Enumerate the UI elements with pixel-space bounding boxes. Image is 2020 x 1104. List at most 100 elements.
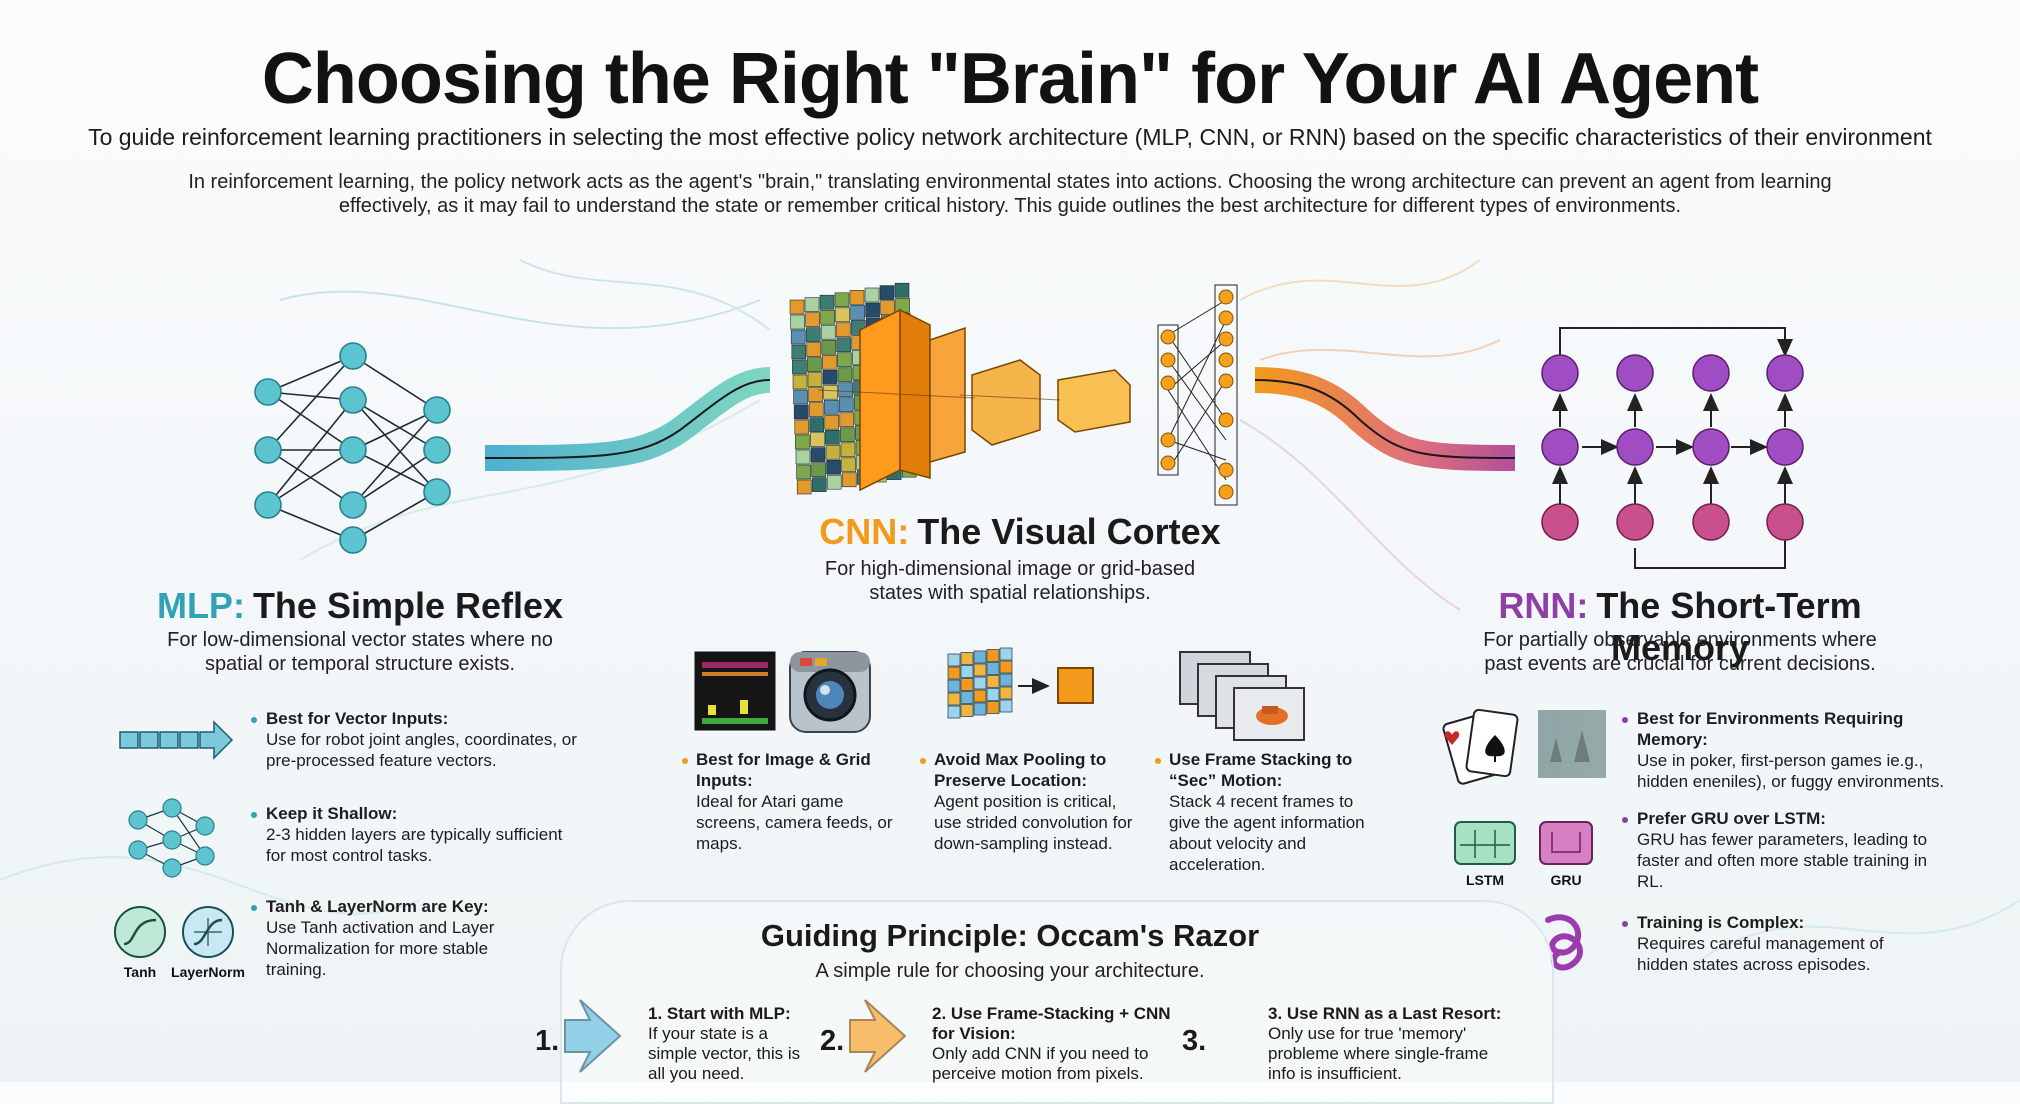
step-2: 2. Use Frame-Stacking + CNN for Vision: … xyxy=(932,1004,1182,1084)
pixel-cell xyxy=(810,447,826,462)
principle-subtitle: A simple rule for choosing your architec… xyxy=(815,960,1205,982)
pixel-cell xyxy=(811,462,826,477)
cnn-section-title: CNN:The Visual Cortex xyxy=(790,511,1250,553)
grid-cell xyxy=(999,660,1013,674)
pixel-cell xyxy=(819,294,835,310)
cnn-feature-1-text: Ideal for Atari game screens, camera fee… xyxy=(696,792,893,853)
mlp-feature-1-title: Best for Vector Inputs: xyxy=(266,709,449,728)
pixel-cell xyxy=(895,297,910,313)
mlp-feature-1: Best for Vector Inputs: Use for robot jo… xyxy=(266,708,586,771)
pixel-cell xyxy=(835,322,851,338)
rnn-section-title: RNN:The Short-Term Memory xyxy=(1430,585,1930,669)
grid-cell xyxy=(986,649,1000,662)
step-2-title: 2. Use Frame-Stacking + CNN for Vision: xyxy=(932,1004,1171,1043)
pixel-cell xyxy=(840,427,855,443)
pixel-cell xyxy=(808,402,824,417)
rnn-acronym: RNN: xyxy=(1498,585,1589,626)
cnn-feature-2: Avoid Max Pooling to Preserve Location: … xyxy=(934,749,1134,854)
step-1-number: 1. xyxy=(535,1025,560,1057)
pixel-cell xyxy=(835,307,850,323)
step-1: 1. Start with MLP: If your state is a si… xyxy=(648,1004,818,1084)
rnn-feature-3: Training is Complex: Requires careful ma… xyxy=(1637,912,1937,975)
pixel-cell xyxy=(822,354,837,370)
cnn-feature-3-text: Stack 4 recent frames to give the agent … xyxy=(1169,792,1365,874)
pixel-cell xyxy=(789,299,805,315)
rnn-feature-2-text: GRU has fewer parameters, leading to fas… xyxy=(1637,830,1928,891)
pixel-cell xyxy=(826,474,842,490)
grid-cell xyxy=(986,688,1000,701)
pixel-cell xyxy=(826,459,841,475)
pixel-cell xyxy=(879,285,895,300)
grid-to-square-icon xyxy=(947,647,1094,719)
pixel-cell xyxy=(838,382,853,398)
pixel-cell xyxy=(823,399,839,415)
mlp-feature-3: Tanh & LayerNorm are Key: Use Tanh activ… xyxy=(266,896,516,980)
step-1-title: 1. Start with MLP: xyxy=(648,1004,791,1023)
mlp-network-icon xyxy=(254,342,451,554)
bullet-dot xyxy=(1622,717,1628,723)
pixel-cell xyxy=(809,417,825,432)
rnn-feature-2-title: Prefer GRU over LSTM: xyxy=(1637,809,1826,828)
mlp-feature-3-title: Tanh & LayerNorm are Key: xyxy=(266,897,489,916)
cnn-feature-2-title: Avoid Max Pooling to Preserve Location: xyxy=(934,750,1107,790)
pixel-cell xyxy=(821,339,837,355)
mlp-feature-2-text: 2-3 hidden layers are typically sufficie… xyxy=(266,825,563,865)
rnn-feature-1: Best for Environments Requiring Memory: … xyxy=(1637,708,1977,792)
rnn-feature-1-text: Use in poker, first-person games ie.g., … xyxy=(1637,751,1945,791)
cnn-feature-3: Use Frame Stacking to “Sec” Motion: Stac… xyxy=(1169,749,1389,875)
cards-fog-icon xyxy=(1442,708,1606,785)
rnn-description: For partially observable environments wh… xyxy=(1483,629,1877,675)
pixel-cell xyxy=(805,312,820,327)
pixel-cell xyxy=(824,414,840,430)
bullet-dot xyxy=(251,717,257,723)
cnn-feature-3-title: Use Frame Stacking to “Sec” Motion: xyxy=(1169,750,1353,790)
tanh-layernorm-icon xyxy=(114,906,234,958)
game-screen-icon xyxy=(694,651,776,731)
cnn-feature-1-title: Best for Image & Grid Inputs: xyxy=(696,750,871,790)
small-network-icon xyxy=(128,798,215,878)
pixel-cell xyxy=(825,429,840,445)
grid-cell xyxy=(947,692,961,706)
page-subtitle: To guide reinforcement learning practiti… xyxy=(88,124,1932,150)
grid-cell xyxy=(973,676,987,690)
mlp-feature-2-title: Keep it Shallow: xyxy=(266,804,398,823)
grid-cell xyxy=(973,702,987,716)
grid-cell xyxy=(960,691,974,704)
step-2-text: Only add CNN if you need to perceive mot… xyxy=(932,1044,1149,1083)
lstm-gru-icon xyxy=(1454,821,1593,865)
grid-cell xyxy=(986,675,1000,688)
mlp-acronym: MLP: xyxy=(156,585,245,626)
bullet-dot xyxy=(1622,921,1628,927)
grid-cell xyxy=(947,666,961,680)
cnn-feature-2-text: Agent position is critical, use strided … xyxy=(934,792,1133,853)
pixel-cell xyxy=(838,397,854,413)
pixel-cell xyxy=(811,477,827,492)
step-3-text: Only use for true 'memory' probleme wher… xyxy=(1268,1024,1489,1083)
pixel-cell xyxy=(790,329,806,345)
cnn-acronym: CNN: xyxy=(819,511,910,552)
pixel-cell xyxy=(792,359,807,375)
pixel-cell xyxy=(794,419,810,435)
mlp-description: For low-dimensional vector states where … xyxy=(167,629,553,675)
grid-cell xyxy=(986,701,1000,714)
pixel-cell xyxy=(822,369,838,385)
pixel-cell xyxy=(790,314,805,330)
lstm-label: LSTM xyxy=(1465,872,1505,888)
step-3-title: 3. Use RNN as a Last Resort: xyxy=(1268,1004,1502,1023)
step-3: 3. Use RNN as a Last Resort: Only use fo… xyxy=(1268,1004,1518,1084)
grid-cell xyxy=(960,652,974,665)
mlp-section-title: MLP:The Simple Reflex xyxy=(120,585,600,627)
grid-cell xyxy=(999,673,1013,687)
layernorm-label: LayerNorm xyxy=(171,964,245,980)
pixel-cell xyxy=(839,412,855,428)
rnn-feature-3-text: Requires careful management of hidden st… xyxy=(1637,934,1884,974)
tangle-icon xyxy=(1545,914,1583,971)
grid-cell xyxy=(999,699,1013,713)
pixel-cell xyxy=(894,282,910,298)
rnn-name: The Short-Term Memory xyxy=(1596,585,1862,668)
grid-cell xyxy=(973,650,987,664)
mlp-feature-1-text: Use for robot joint angles, coordinates,… xyxy=(266,730,577,770)
grid-cell xyxy=(947,679,961,693)
grid-cell xyxy=(960,665,974,678)
pixel-cell xyxy=(820,324,836,340)
